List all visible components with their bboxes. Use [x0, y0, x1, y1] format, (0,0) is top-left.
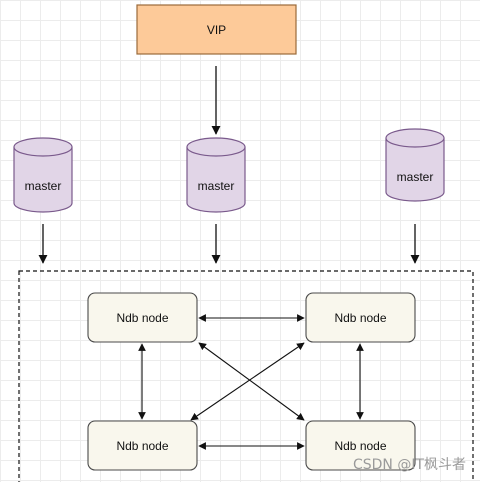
- watermark: CSDN @IT枫斗者: [352, 457, 466, 473]
- master-label-1: master: [25, 179, 62, 193]
- ndb-node-top-right[interactable]: Ndb node: [305, 292, 416, 343]
- edge-diagonal-down: [198, 342, 305, 421]
- ndb-label-1: Ndb node: [116, 311, 168, 325]
- master-cylinder-1[interactable]: master: [13, 137, 73, 213]
- master-cylinder-3[interactable]: master: [385, 128, 445, 202]
- ndb-node-bottom-left[interactable]: Ndb node: [87, 420, 198, 471]
- ndb-node-top-left[interactable]: Ndb node: [87, 292, 198, 343]
- cluster-container: [18, 270, 474, 482]
- vip-label: VIP: [207, 23, 226, 37]
- ndb-label-4: Ndb node: [334, 439, 386, 453]
- master-label-2: master: [198, 179, 235, 193]
- master-cylinder-2[interactable]: master: [186, 137, 246, 213]
- ndb-label-2: Ndb node: [334, 311, 386, 325]
- ndb-label-3: Ndb node: [116, 439, 168, 453]
- vip-node[interactable]: VIP: [136, 4, 297, 55]
- master-label-3: master: [397, 170, 434, 184]
- edge-diagonal-up: [190, 342, 305, 421]
- ndb-node-bottom-right[interactable]: Ndb node: [305, 420, 416, 471]
